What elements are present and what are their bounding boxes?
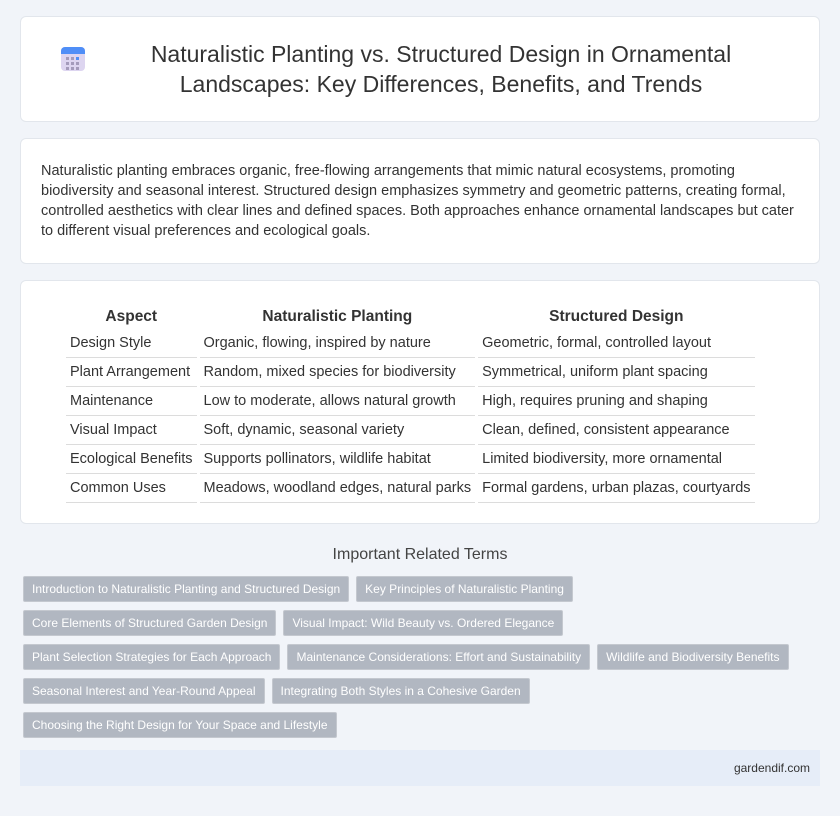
related-term-tag[interactable]: Visual Impact: Wild Beauty vs. Ordered E… [283,610,564,636]
comparison-table-card: Aspect Naturalistic Planting Structured … [20,280,820,524]
related-term-tag[interactable]: Integrating Both Styles in a Cohesive Ga… [271,678,530,704]
calendar-icon [61,47,85,71]
table-cell: Maintenance [66,387,197,416]
related-term-tag[interactable]: Core Elements of Structured Garden Desig… [23,610,277,636]
related-terms-list: Introduction to Naturalistic Planting an… [23,576,820,738]
comparison-table: Aspect Naturalistic Planting Structured … [63,305,758,503]
page-title: Naturalistic Planting vs. Structured Des… [150,41,732,97]
table-cell: Clean, defined, consistent appearance [478,416,755,445]
related-term-tag[interactable]: Key Principles of Naturalistic Planting [356,576,573,602]
related-term-tag[interactable]: Choosing the Right Design for Your Space… [23,712,337,738]
table-cell: Low to moderate, allows natural growth [199,387,476,416]
column-header: Aspect [105,308,158,325]
table-cell: High, requires pruning and shaping [478,387,755,416]
table-cell: Plant Arrangement [66,358,197,387]
table-cell: Limited biodiversity, more ornamental [478,445,755,474]
table-cell: Formal gardens, urban plazas, courtyards [478,474,755,503]
related-term-tag[interactable]: Introduction to Naturalistic Planting an… [23,576,350,602]
column-header: Structured Design [549,308,684,325]
table-cell: Symmetrical, uniform plant spacing [478,358,755,387]
column-header: Naturalistic Planting [262,308,413,325]
table-cell: Design Style [66,329,197,358]
related-term-tag[interactable]: Wildlife and Biodiversity Benefits [597,644,789,670]
header-card: Naturalistic Planting vs. Structured Des… [20,16,820,122]
footer-site-link[interactable]: gardendif.com [733,761,810,775]
table-cell: Ecological Benefits [66,445,197,474]
related-term-tag[interactable]: Maintenance Considerations: Effort and S… [287,644,591,670]
related-term-tag[interactable]: Seasonal Interest and Year-Round Appeal [23,678,265,704]
table-cell: Meadows, woodland edges, natural parks [199,474,476,503]
related-terms-title: Important Related Terms [332,546,508,563]
table-cell: Supports pollinators, wildlife habitat [199,445,476,474]
footer: gardendif.com [20,750,820,786]
table-cell: Geometric, formal, controlled layout [478,329,755,358]
intro-paragraph: Naturalistic planting embraces organic, … [20,138,820,264]
related-term-tag[interactable]: Plant Selection Strategies for Each Appr… [23,644,281,670]
table-cell: Soft, dynamic, seasonal variety [199,416,476,445]
table-cell: Organic, flowing, inspired by nature [199,329,476,358]
table-cell: Visual Impact [66,416,197,445]
table-cell: Common Uses [66,474,197,503]
table-cell: Random, mixed species for biodiversity [199,358,476,387]
